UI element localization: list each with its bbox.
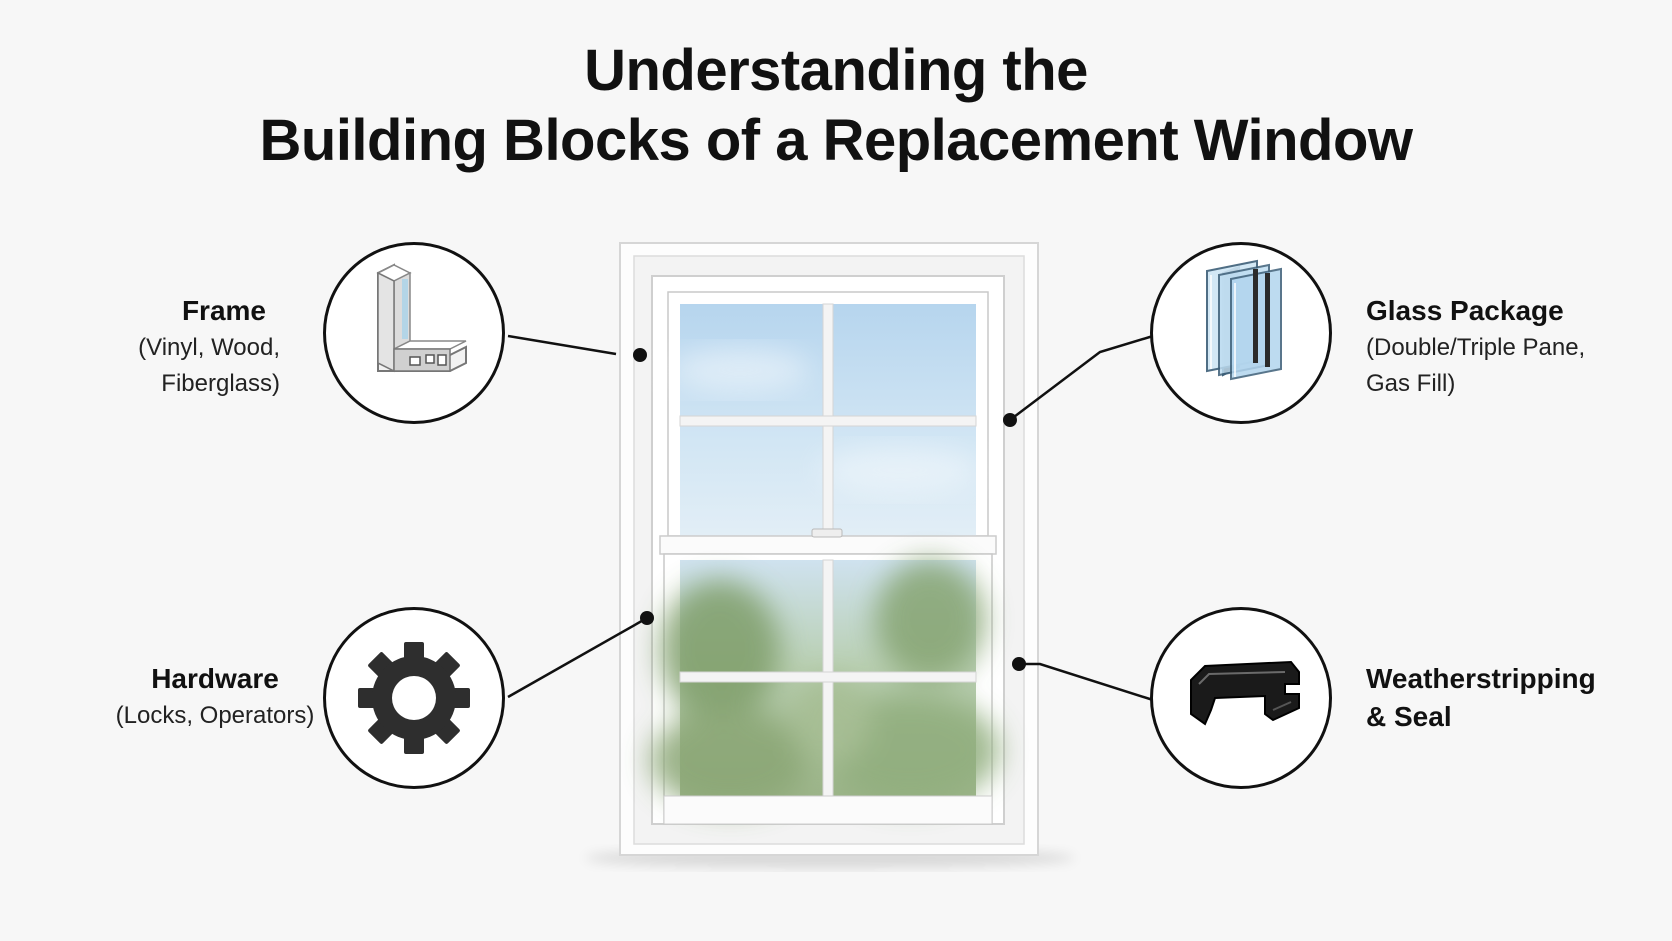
title-line-1: Understanding the [584,38,1088,103]
sash-lock [811,528,843,538]
lower-sash [650,553,1000,825]
label-hardware: Hardware (Locks, Operators) [80,660,350,734]
gear-icon [358,642,470,754]
label-weatherstripping-heading-2: & Seal [1366,701,1452,732]
callout-dot-weatherstripping [1012,657,1026,671]
weatherstrip-seal-icon [1190,660,1300,726]
meeting-rail [659,535,997,555]
label-hardware-heading: Hardware [151,663,279,694]
label-frame-detail-2: Fiberglass) [161,370,280,397]
frame-profile-icon [376,263,467,373]
leader-line-weatherstripping [1019,662,1154,702]
label-glass-detail-1: (Double/Triple Pane, [1366,334,1586,361]
label-glass: Glass Package (Double/Triple Pane, Gas F… [1366,292,1646,402]
leader-line-frame [507,334,617,356]
glass-callout-circle [1150,242,1332,424]
callout-dot-frame [633,348,647,362]
label-weatherstripping: Weatherstripping & Seal [1366,660,1656,736]
page-title: Understanding the Building Blocks of a R… [0,36,1672,176]
glass-panes-icon [1206,259,1282,381]
title-line-2: Building Blocks of a Replacement Window [259,108,1414,173]
hardware-callout-circle [323,607,505,789]
leader-line-hardware [507,616,648,699]
label-frame: Frame (Vinyl, Wood, Fiberglass) [120,292,280,402]
leader-line-glass [1009,334,1154,421]
frame-callout-circle [323,242,505,424]
label-glass-detail-2: Gas Fill) [1366,370,1456,397]
label-glass-heading: Glass Package [1366,295,1564,326]
upper-sash [667,291,989,537]
label-weatherstripping-heading-1: Weatherstripping [1366,663,1596,694]
weatherstripping-callout-circle [1150,607,1332,789]
callout-dot-hardware [640,611,654,625]
label-hardware-detail-1: (Locks, Operators) [115,702,315,729]
label-frame-heading: Frame [181,295,266,326]
callout-dot-glass [1003,413,1017,427]
label-frame-detail-1: (Vinyl, Wood, [138,334,280,361]
